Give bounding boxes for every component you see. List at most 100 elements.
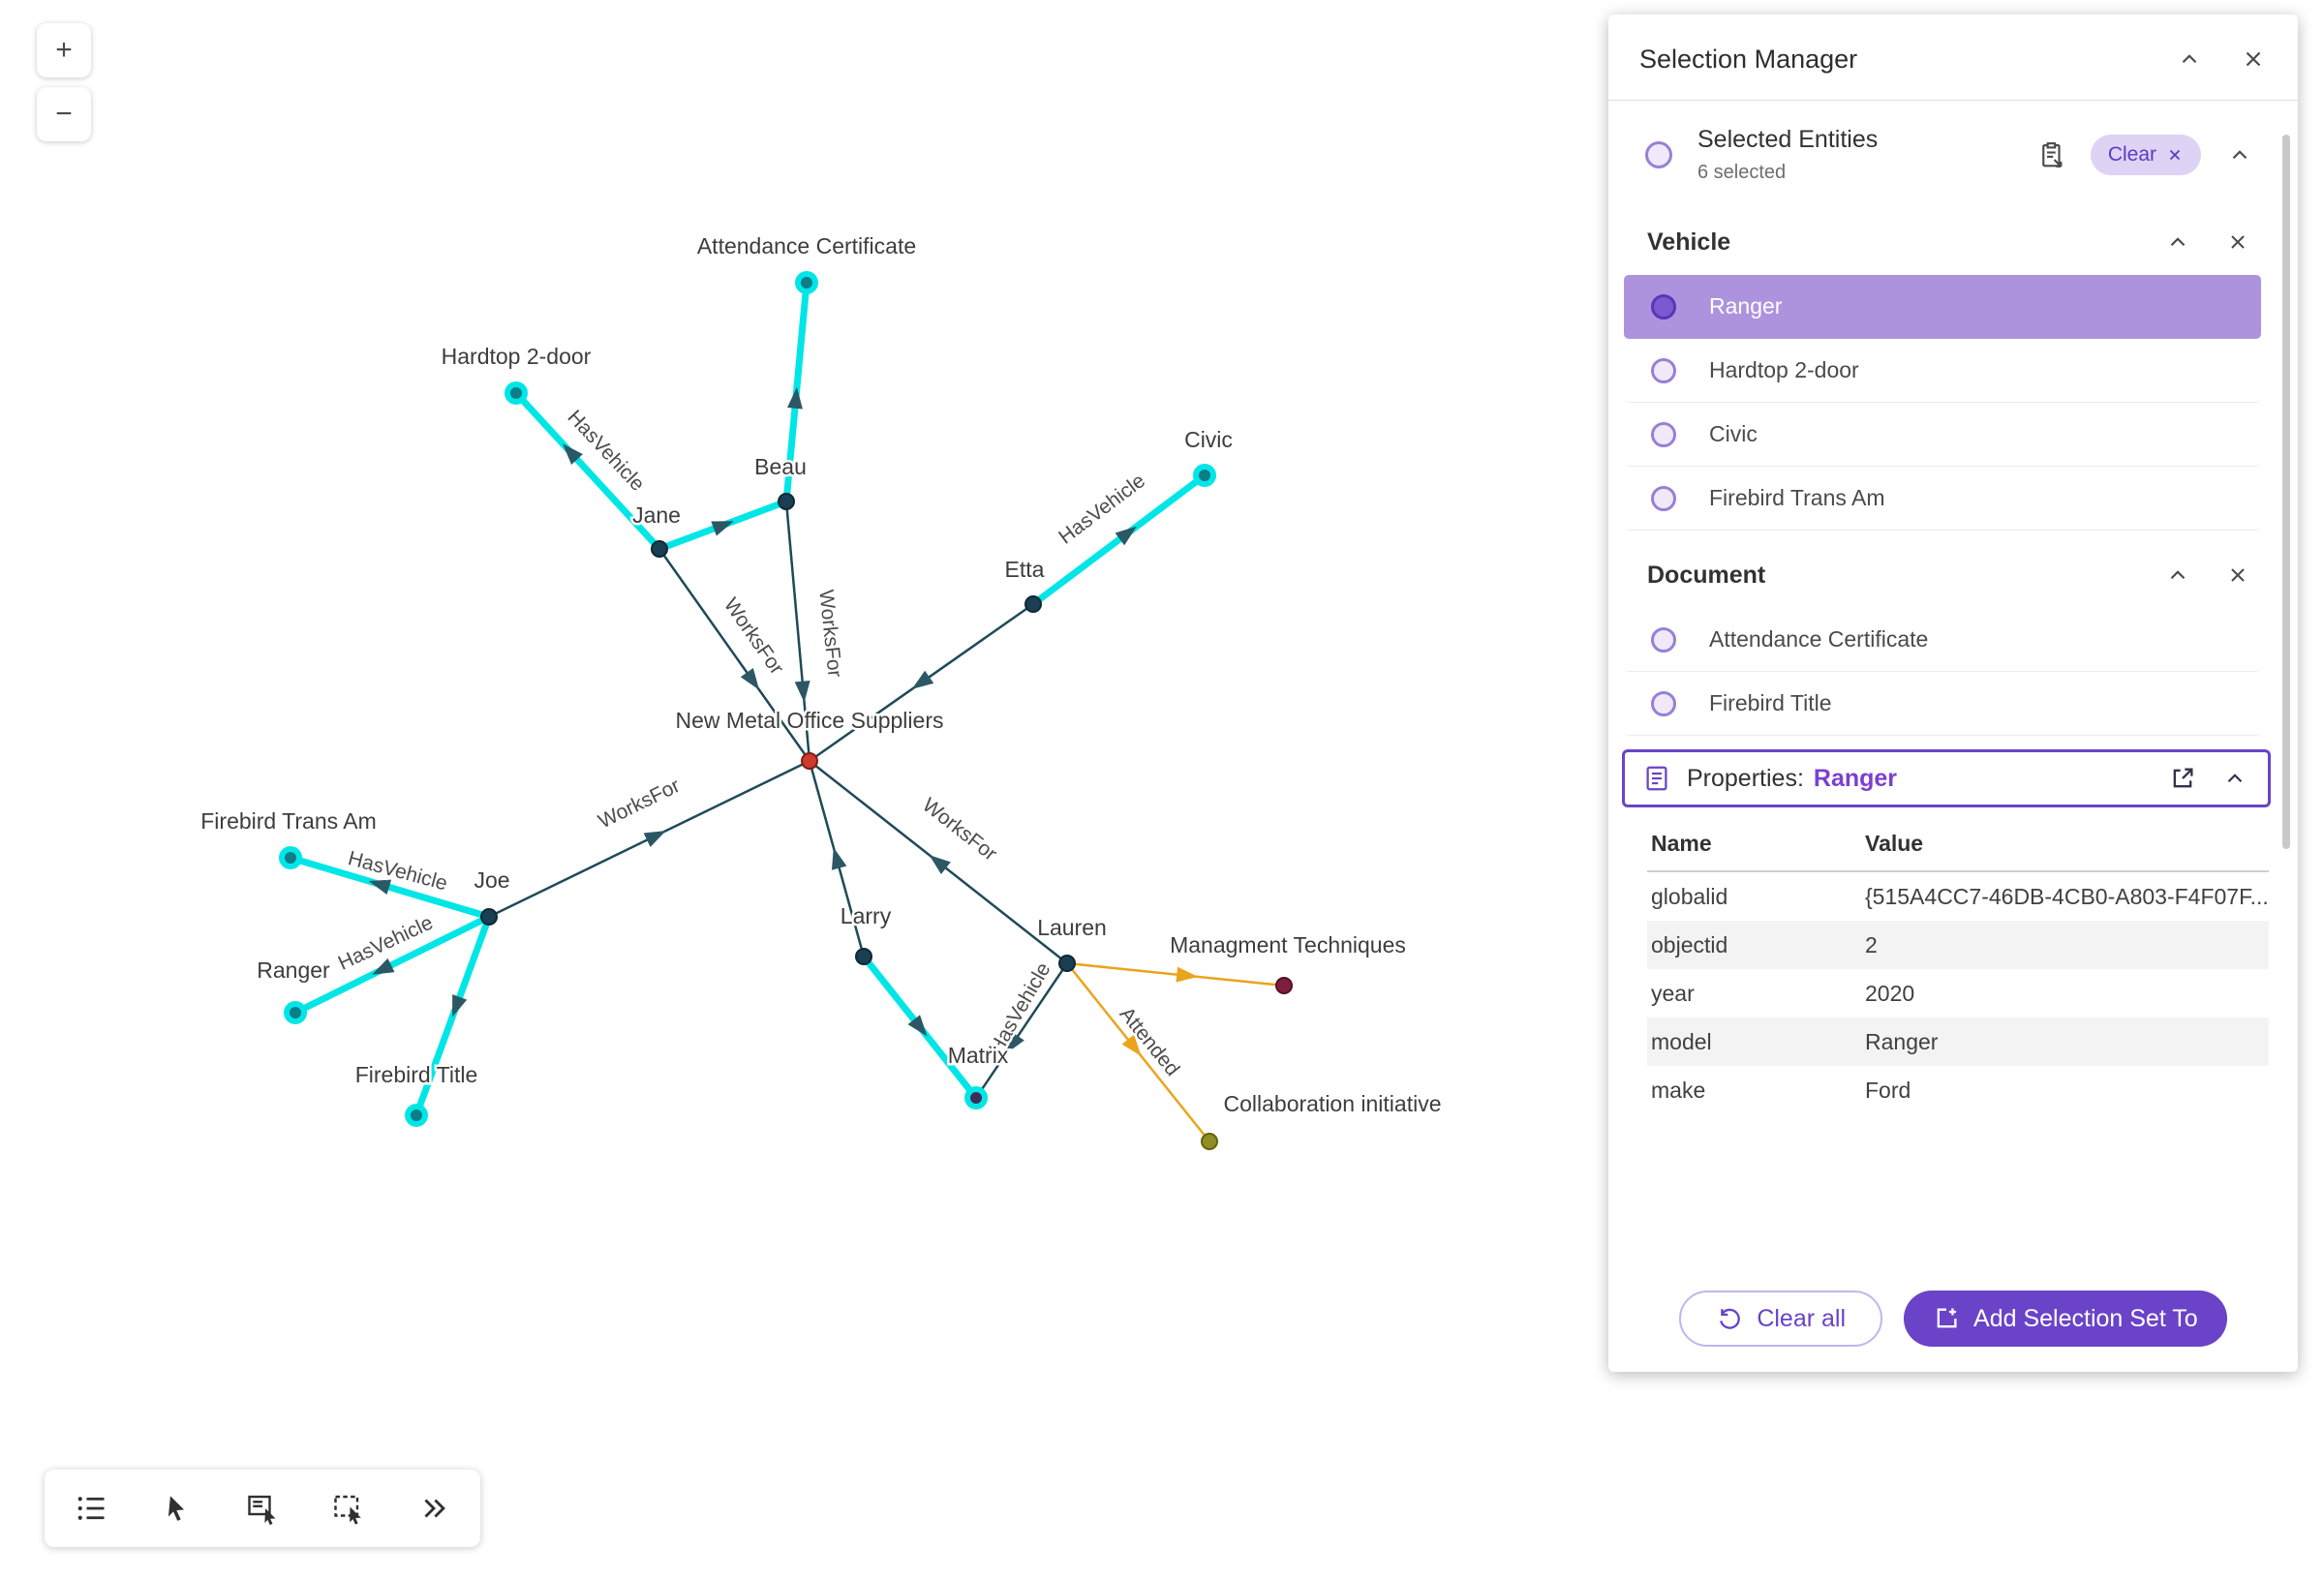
selected-entities-title: Selected Entities xyxy=(1697,126,1879,153)
edge-arrow-icon xyxy=(831,847,847,870)
properties-entity-name: Ranger xyxy=(1813,764,1898,792)
list-item-firebird-title[interactable]: Firebird Title xyxy=(1624,672,2261,736)
group-title: Vehicle xyxy=(1647,228,1731,256)
marquee-select-icon[interactable] xyxy=(325,1485,372,1532)
node-label-company: New Metal Office Suppliers xyxy=(676,708,944,733)
clear-all-button[interactable]: Clear all xyxy=(1679,1291,1883,1347)
entity-circle-icon xyxy=(1651,690,1676,716)
graph-edge-joe-fta[interactable] xyxy=(287,854,493,921)
graph-node-attendance[interactable] xyxy=(795,271,818,294)
group-document: Document Attendance Certificate Firebird… xyxy=(1624,540,2261,736)
list-icon[interactable] xyxy=(68,1485,114,1532)
node-label-attendance: Attendance Certificate xyxy=(697,233,916,258)
edge-arrow-icon xyxy=(372,957,395,975)
zoom-control: + − xyxy=(37,23,91,141)
graph-edge-joe-ranger[interactable] xyxy=(291,913,493,1017)
panel-title: Selection Manager xyxy=(1639,44,1858,74)
edge-arrow-icon xyxy=(643,831,666,847)
edge-arrow-icon xyxy=(1005,1031,1024,1054)
node-label-larry: Larry xyxy=(841,903,892,928)
collapse-selected-entities-button[interactable] xyxy=(2220,136,2259,174)
graph-node-hardtop[interactable] xyxy=(505,381,528,405)
list-item-label: Civic xyxy=(1709,421,1758,446)
zoom-out-button[interactable]: − xyxy=(37,87,91,141)
properties-icon xyxy=(1646,766,1667,791)
graph-node-company[interactable] xyxy=(801,752,818,770)
list-item-label: Ranger xyxy=(1709,293,1783,319)
edge-arrow-icon xyxy=(1115,526,1137,546)
graph-edge-lauren-matrix[interactable] xyxy=(974,961,1069,1100)
graph-node-ftitle[interactable] xyxy=(405,1104,428,1127)
edge-arrow-icon xyxy=(452,994,468,1018)
collapse-group-button[interactable] xyxy=(2158,223,2197,261)
expand-tools-icon[interactable] xyxy=(411,1485,457,1532)
graph-node-beau[interactable] xyxy=(778,493,795,510)
edge-arrow-icon xyxy=(740,667,760,690)
graph-node-etta[interactable] xyxy=(1024,595,1042,613)
graph-node-fta[interactable] xyxy=(279,846,302,869)
properties-table: Name Value globalid {515A4CC7-46DB-4CB0-… xyxy=(1647,823,2269,1114)
entity-circle-icon xyxy=(1651,626,1676,653)
panel-footer: Clear all Add Selection Set To xyxy=(1608,1291,2298,1347)
graph-edge-lauren-mgmt[interactable] xyxy=(1065,961,1286,988)
edge-arrow-icon xyxy=(1176,966,1199,983)
graph-edge-etta-civic[interactable] xyxy=(1029,471,1208,608)
open-in-new-icon[interactable] xyxy=(2163,759,2202,798)
remove-group-button[interactable] xyxy=(2218,223,2257,261)
add-selection-set-button[interactable]: Add Selection Set To xyxy=(1904,1291,2227,1347)
node-label-lauren: Lauren xyxy=(1037,915,1107,940)
edge-label: WorksFor xyxy=(814,589,845,679)
graph-edge-jane-company[interactable] xyxy=(657,547,811,763)
entity-circle-icon xyxy=(1651,421,1676,447)
table-row: year 2020 xyxy=(1651,980,1915,1006)
remove-group-button[interactable] xyxy=(2218,556,2257,594)
select-features-icon[interactable] xyxy=(239,1485,286,1532)
list-item-ranger[interactable]: Ranger xyxy=(1624,275,2261,339)
node-label-joe: Joe xyxy=(474,867,509,893)
list-item-firebird-trans-am[interactable]: Firebird Trans Am xyxy=(1624,467,2261,531)
table-row: make Ford xyxy=(1651,1077,1911,1103)
edge-arrow-icon xyxy=(563,443,583,465)
panel-scrollbar[interactable] xyxy=(2282,135,2290,849)
selection-manager-panel: Selection Manager Selected Entities 6 se… xyxy=(1608,15,2298,1372)
list-item-hardtop-2-door[interactable]: Hardtop 2-door xyxy=(1624,339,2261,403)
edge-label: HasVehicle xyxy=(1055,470,1149,549)
zoom-in-button[interactable]: + xyxy=(37,23,91,77)
list-item-attendance-certificate[interactable]: Attendance Certificate xyxy=(1624,608,2261,672)
list-item-label: Firebird Title xyxy=(1709,690,1832,715)
entity-circle-icon xyxy=(1645,141,1672,168)
reset-icon xyxy=(1720,1308,1741,1329)
copy-selection-icon[interactable] xyxy=(2033,136,2071,174)
entity-circle-icon xyxy=(1651,357,1676,383)
node-label-civic: Civic xyxy=(1184,427,1233,452)
graph-edge-jane-hardtop[interactable] xyxy=(512,389,663,553)
clear-selection-button[interactable]: Clear xyxy=(2090,135,2201,175)
graph-node-larry[interactable] xyxy=(855,948,872,965)
collapse-group-button[interactable] xyxy=(2158,556,2197,594)
graph-edge-beau-company[interactable] xyxy=(784,500,811,763)
edge-arrow-icon xyxy=(1121,1034,1142,1056)
graph-node-civic[interactable] xyxy=(1193,464,1216,487)
graph-node-collab[interactable] xyxy=(1201,1133,1218,1150)
graph-node-ranger[interactable] xyxy=(284,1001,307,1024)
close-panel-button[interactable] xyxy=(2234,40,2273,78)
cursor-select-icon[interactable] xyxy=(154,1485,200,1532)
table-row: model Ranger xyxy=(1647,1018,2269,1066)
entity-circle-icon xyxy=(1651,293,1676,319)
collapse-properties-button[interactable] xyxy=(2216,759,2254,798)
graph-node-jane[interactable] xyxy=(651,540,668,558)
node-label-collab: Collaboration initiative xyxy=(1223,1091,1441,1116)
panel-header: Selection Manager xyxy=(1608,15,2298,101)
graph-node-matrix[interactable] xyxy=(964,1086,988,1109)
graph-node-lauren[interactable] xyxy=(1058,955,1076,972)
collapse-panel-button[interactable] xyxy=(2170,40,2209,78)
group-title: Document xyxy=(1647,561,1766,589)
edge-arrow-icon xyxy=(929,855,951,874)
node-label-ftitle: Firebird Title xyxy=(355,1062,478,1087)
list-item-civic[interactable]: Civic xyxy=(1624,403,2261,467)
edge-label: WorksFor xyxy=(719,594,788,679)
graph-node-mgmt[interactable] xyxy=(1275,977,1293,994)
node-label-etta: Etta xyxy=(1005,557,1045,582)
graph-node-joe[interactable] xyxy=(480,908,498,926)
